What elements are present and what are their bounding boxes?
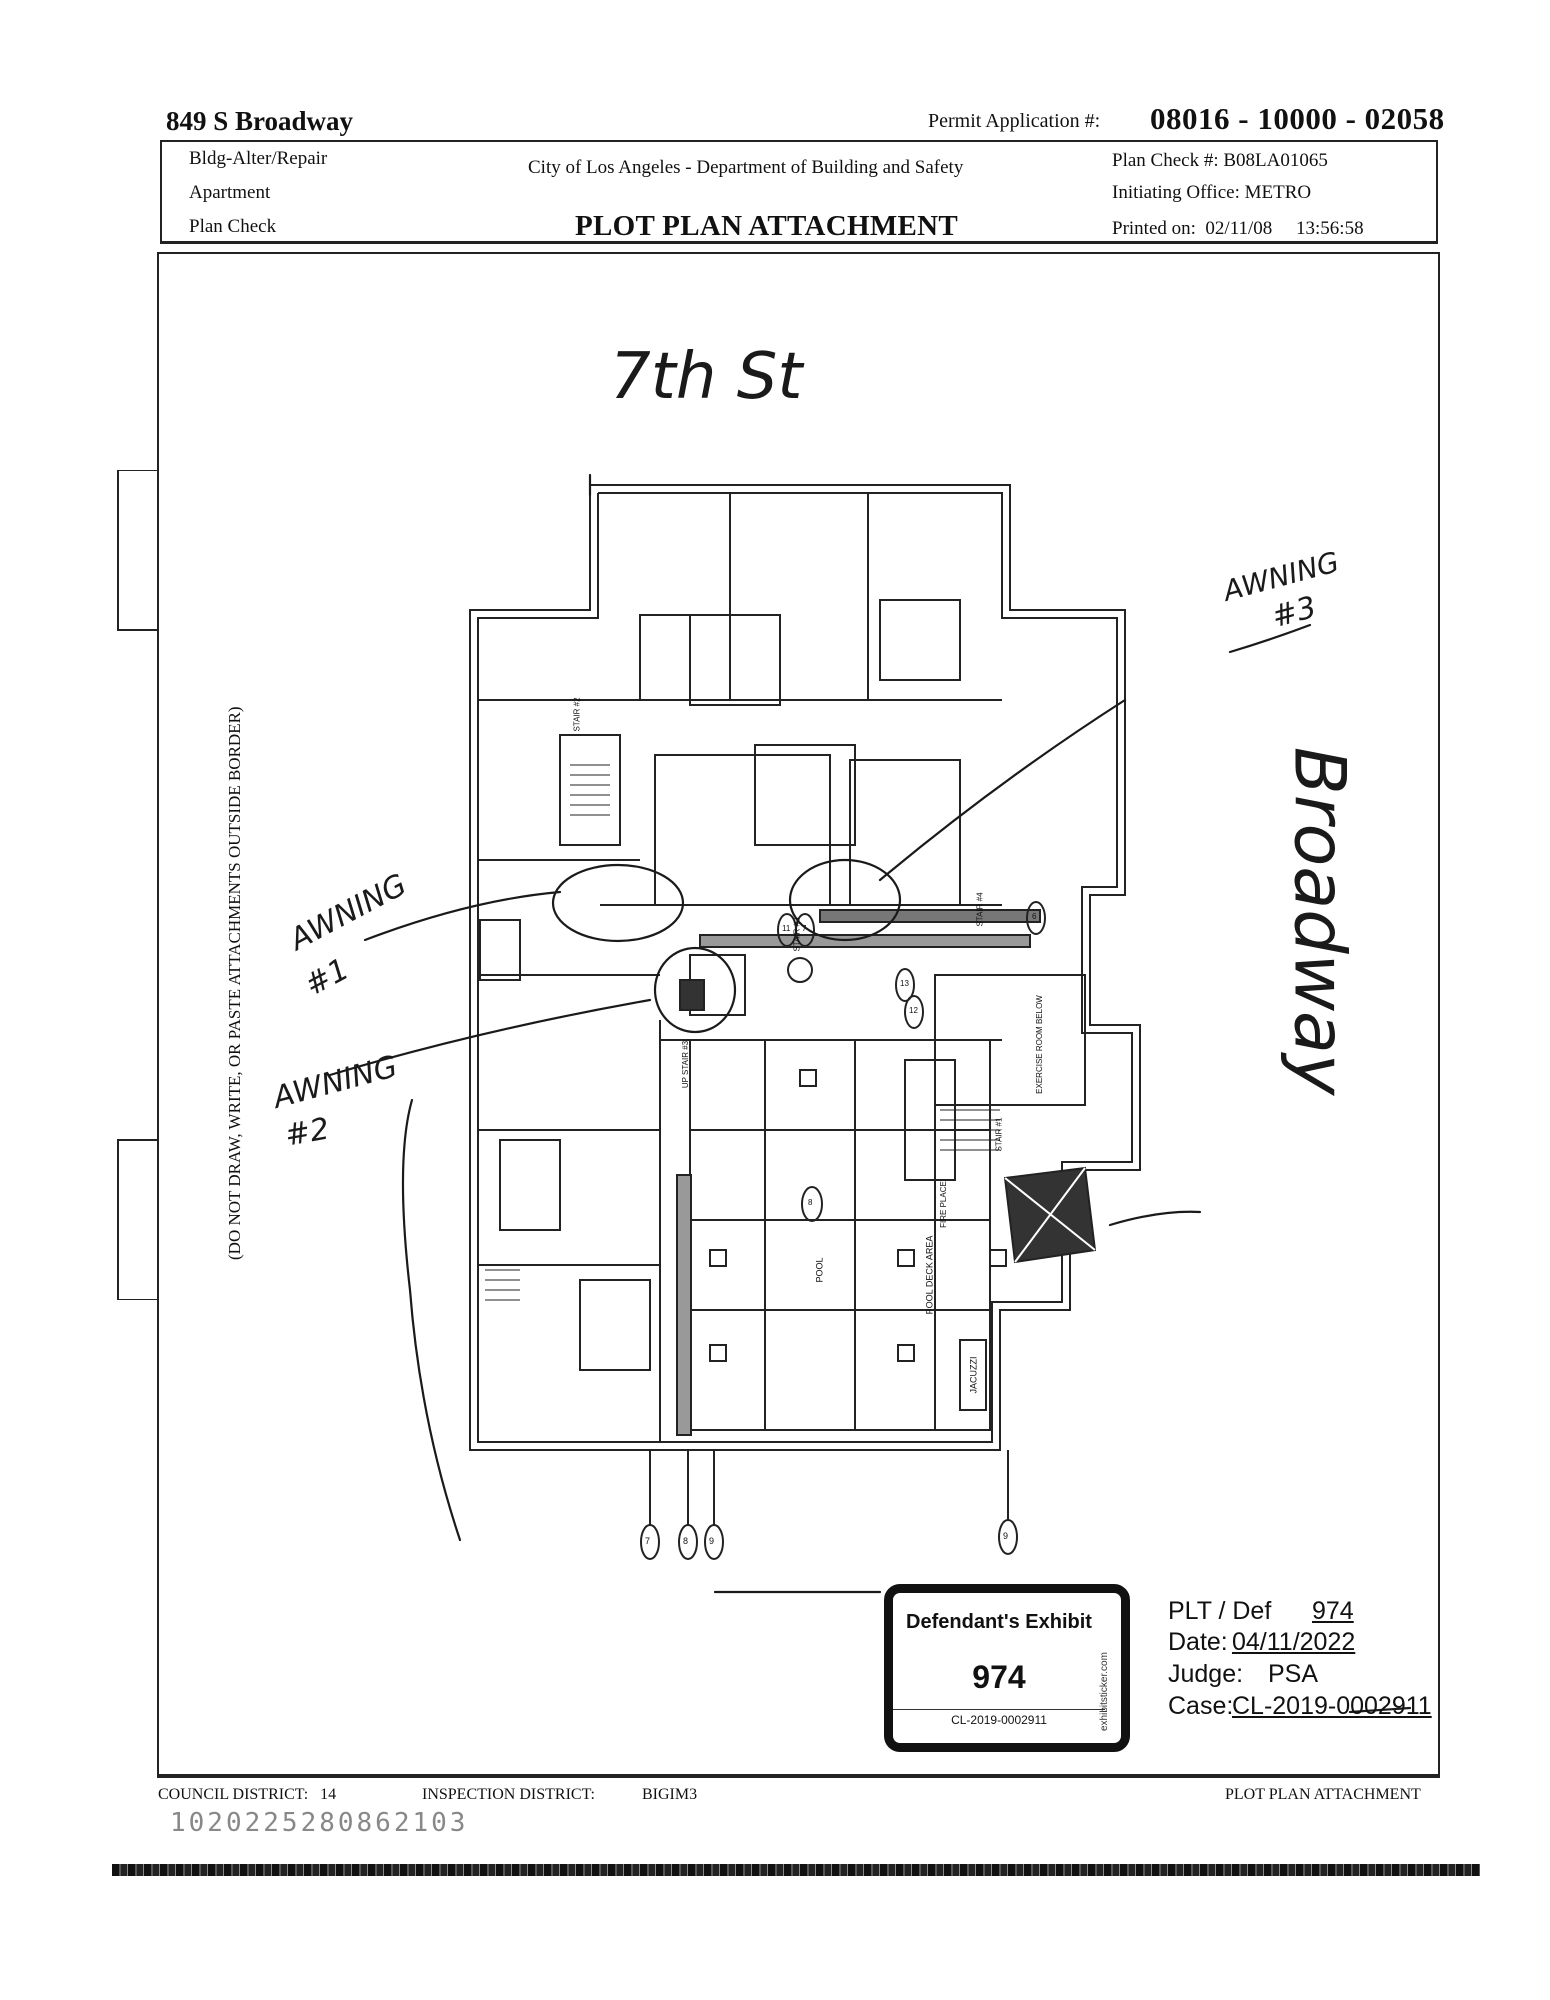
grid-tag: 9: [709, 1536, 715, 1546]
handwritten-street-broadway: Broadway: [1278, 746, 1361, 1096]
sticker-number: 974: [972, 1659, 1026, 1695]
header-box: [160, 140, 1438, 244]
stair-3-label: STAIR #3: [792, 917, 802, 952]
stair-1-label: STAIR #1: [994, 1117, 1004, 1152]
room-tag: 7: [802, 924, 807, 933]
judge-label: Judge:: [1168, 1660, 1244, 1688]
fire-place-label: FIRE PLACE: [938, 1181, 948, 1228]
plan-check-number: Plan Check #: B08LA01065: [1112, 150, 1328, 171]
plot-plan-frame: [157, 252, 1440, 1776]
initiating-office: Initiating Office: METRO: [1112, 182, 1312, 203]
permit-label: Permit Application #:: [928, 110, 1101, 132]
handwritten-street-7th: 7th St: [610, 340, 803, 414]
inspection-district-value: BIGIM3: [642, 1786, 698, 1803]
judge-initials: PSA: [1268, 1660, 1319, 1688]
date-label: Date:: [1168, 1628, 1228, 1656]
room-tag: 11: [782, 924, 791, 933]
printed-on: Printed on: 02/11/08 13:56:58: [1112, 218, 1364, 239]
exercise-room-label: EXERCISE ROOM BELOW: [1034, 995, 1044, 1094]
sticker-case-number: CL-2019-0002911: [893, 1709, 1105, 1727]
stair-4-label: STAIR #4: [975, 892, 985, 927]
jacuzzi-label: JACUZZI: [968, 1356, 979, 1394]
grid-tag: 8: [683, 1536, 689, 1546]
occupancy-type: Apartment: [189, 182, 271, 203]
exhibit-number: 974: [1312, 1597, 1354, 1625]
room-tag: 12: [909, 1006, 918, 1015]
department-name: City of Los Angeles - Department of Buil…: [528, 157, 964, 178]
footer-title: PLOT PLAN ATTACHMENT: [1225, 1786, 1421, 1803]
grid-tag: 7: [645, 1536, 651, 1546]
scan-edge: [112, 1864, 1480, 1876]
plt-def-label: PLT / Def: [1168, 1597, 1272, 1625]
margin-notch: [117, 470, 159, 1300]
room-tag: 8: [808, 1198, 813, 1207]
page-title: PLOT PLAN ATTACHMENT: [575, 210, 959, 242]
sticker-title: Defendant's Exhibit: [906, 1611, 1092, 1633]
review-type: Plan Check: [189, 216, 277, 237]
case-number: CL-2019-0002911: [1232, 1692, 1432, 1720]
permit-type: Bldg-Alter/Repair: [189, 148, 328, 169]
grid-tag: 9: [1003, 1531, 1009, 1541]
exhibit-sticker: Defendant's Exhibit 974 CL-2019-0002911 …: [884, 1584, 1130, 1752]
pool-label: POOL: [814, 1257, 825, 1283]
stair-2-label: STAIR #2: [572, 697, 582, 732]
footer-rule: [157, 1776, 1440, 1778]
sticker-vendor: exhibitsticker.com: [1099, 1652, 1110, 1731]
room-tag: 13: [900, 979, 909, 988]
council-district: COUNCIL DISTRICT: 14: [158, 1786, 337, 1803]
exhibit-date: 04/11/2022: [1232, 1628, 1356, 1656]
room-tag: 6: [1032, 912, 1037, 921]
up-stair-label: UP STAIR #3: [681, 1040, 691, 1089]
document-id: 1020225280862103: [170, 1808, 469, 1838]
case-label: Case:: [1168, 1692, 1234, 1720]
inspection-district-label: INSPECTION DISTRICT:: [422, 1786, 595, 1803]
permit-number: 08016 - 10000 - 02058: [1150, 101, 1445, 136]
pool-deck-label: POOL DECK AREA: [924, 1235, 935, 1315]
property-address: 849 S Broadway: [166, 106, 354, 136]
